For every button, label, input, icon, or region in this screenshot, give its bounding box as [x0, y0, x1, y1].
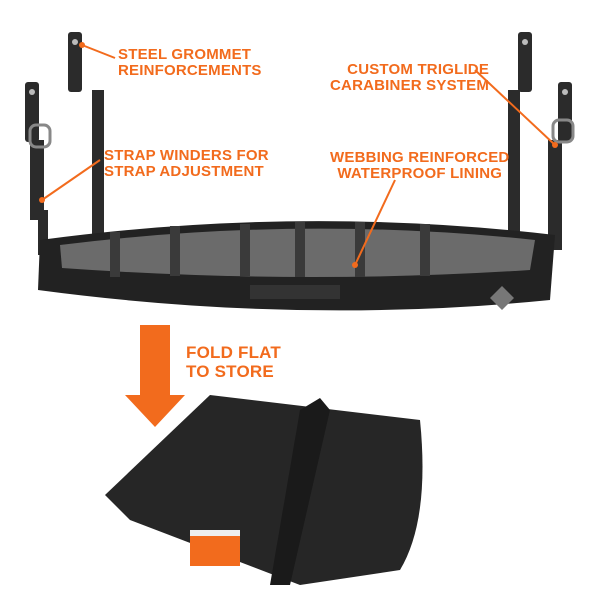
- callout-fold: FOLD FLAT TO STORE: [186, 343, 281, 381]
- webbing-straps: [110, 222, 430, 277]
- callout-winders: STRAP WINDERS FOR STRAP ADJUSTMENT: [104, 148, 269, 180]
- callout-dots: [39, 42, 558, 268]
- grommet-icon: [29, 39, 568, 95]
- carabiner-icon: [28, 118, 575, 149]
- callout-text: WATERPROOF LINING: [337, 165, 503, 182]
- logo-icon: [490, 286, 514, 310]
- callout-text: FOLD FLAT: [186, 343, 281, 362]
- folded-hammock: [105, 395, 423, 585]
- callout-lines: [41, 44, 556, 266]
- hanging-straps: [25, 32, 572, 260]
- velcro-patch: [250, 285, 340, 299]
- callout-grommet: STEEL GROMMET REINFORCEMENTS: [118, 47, 262, 79]
- callout-text: STEEL GROMMET: [118, 46, 252, 63]
- callout-text: REINFORCEMENTS: [118, 62, 262, 79]
- callout-text: CARABINER SYSTEM: [330, 77, 490, 94]
- callout-text: TO STORE: [186, 362, 274, 381]
- callout-text: STRAP WINDERS FOR: [104, 147, 269, 164]
- callout-text: CUSTOM TRIGLIDE: [347, 61, 490, 78]
- callout-triglide: CUSTOM TRIGLIDE CARABINER SYSTEM: [330, 62, 489, 94]
- callout-lining: WEBBING REINFORCED WATERPROOF LINING: [330, 150, 509, 182]
- callout-text: STRAP ADJUSTMENT: [104, 163, 264, 180]
- folded-strap: [270, 398, 330, 585]
- fold-arrow-icon: [125, 325, 185, 427]
- callout-text: WEBBING REINFORCED: [330, 149, 510, 166]
